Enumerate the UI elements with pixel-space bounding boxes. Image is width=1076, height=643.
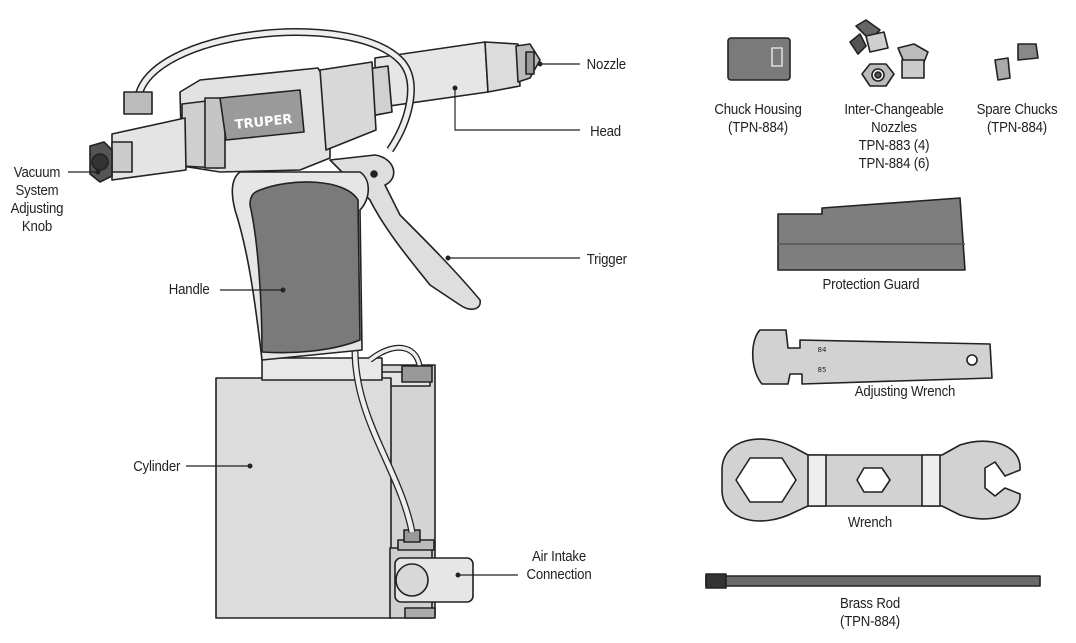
protection-guard	[777, 197, 966, 271]
label-chuck-housing: Chuck Housing (TPN-884)	[714, 101, 802, 136]
wrench-shape	[721, 438, 1021, 522]
label-vacuum-knob: Vacuum System Adjusting Knob	[10, 164, 64, 235]
tube-fitting	[401, 365, 433, 383]
head	[359, 41, 521, 119]
nozzle	[515, 43, 541, 83]
label-cylinder: Cylinder	[133, 458, 181, 475]
nozzle-parts	[849, 19, 929, 87]
air-intake-connection	[389, 529, 474, 619]
label-head: Head	[590, 123, 621, 140]
label-adjusting-wrench: Adjusting Wrench	[854, 383, 956, 400]
label-wrench: Wrench	[847, 514, 893, 531]
wrench-mark-84: 84	[818, 346, 827, 354]
spare-chucks	[994, 43, 1039, 81]
brand-plate	[219, 89, 305, 141]
label-nozzle: Nozzle	[586, 56, 626, 73]
label-brass-rod: Brass Rod (TPN-884)	[839, 595, 901, 630]
chuck-housing	[727, 37, 791, 81]
brand-label: TRUPER	[234, 112, 293, 133]
wrench-mark-85: 85	[818, 366, 827, 374]
label-spare-chucks: Spare Chucks (TPN-884)	[976, 101, 1058, 136]
label-trigger: Trigger	[586, 251, 627, 268]
label-air-intake: Air Intake Connection	[526, 548, 592, 583]
cylinder	[215, 357, 392, 619]
label-handle: Handle	[168, 281, 210, 298]
handle	[231, 171, 370, 361]
label-nozzles: Inter-Changeable Nozzles TPN-883 (4) TPN…	[844, 101, 944, 172]
brass-rod	[705, 573, 1041, 589]
adjusting-wrench-shape	[751, 329, 993, 385]
tool-leaders	[68, 63, 580, 576]
label-protection-guard: Protection Guard	[822, 276, 920, 293]
